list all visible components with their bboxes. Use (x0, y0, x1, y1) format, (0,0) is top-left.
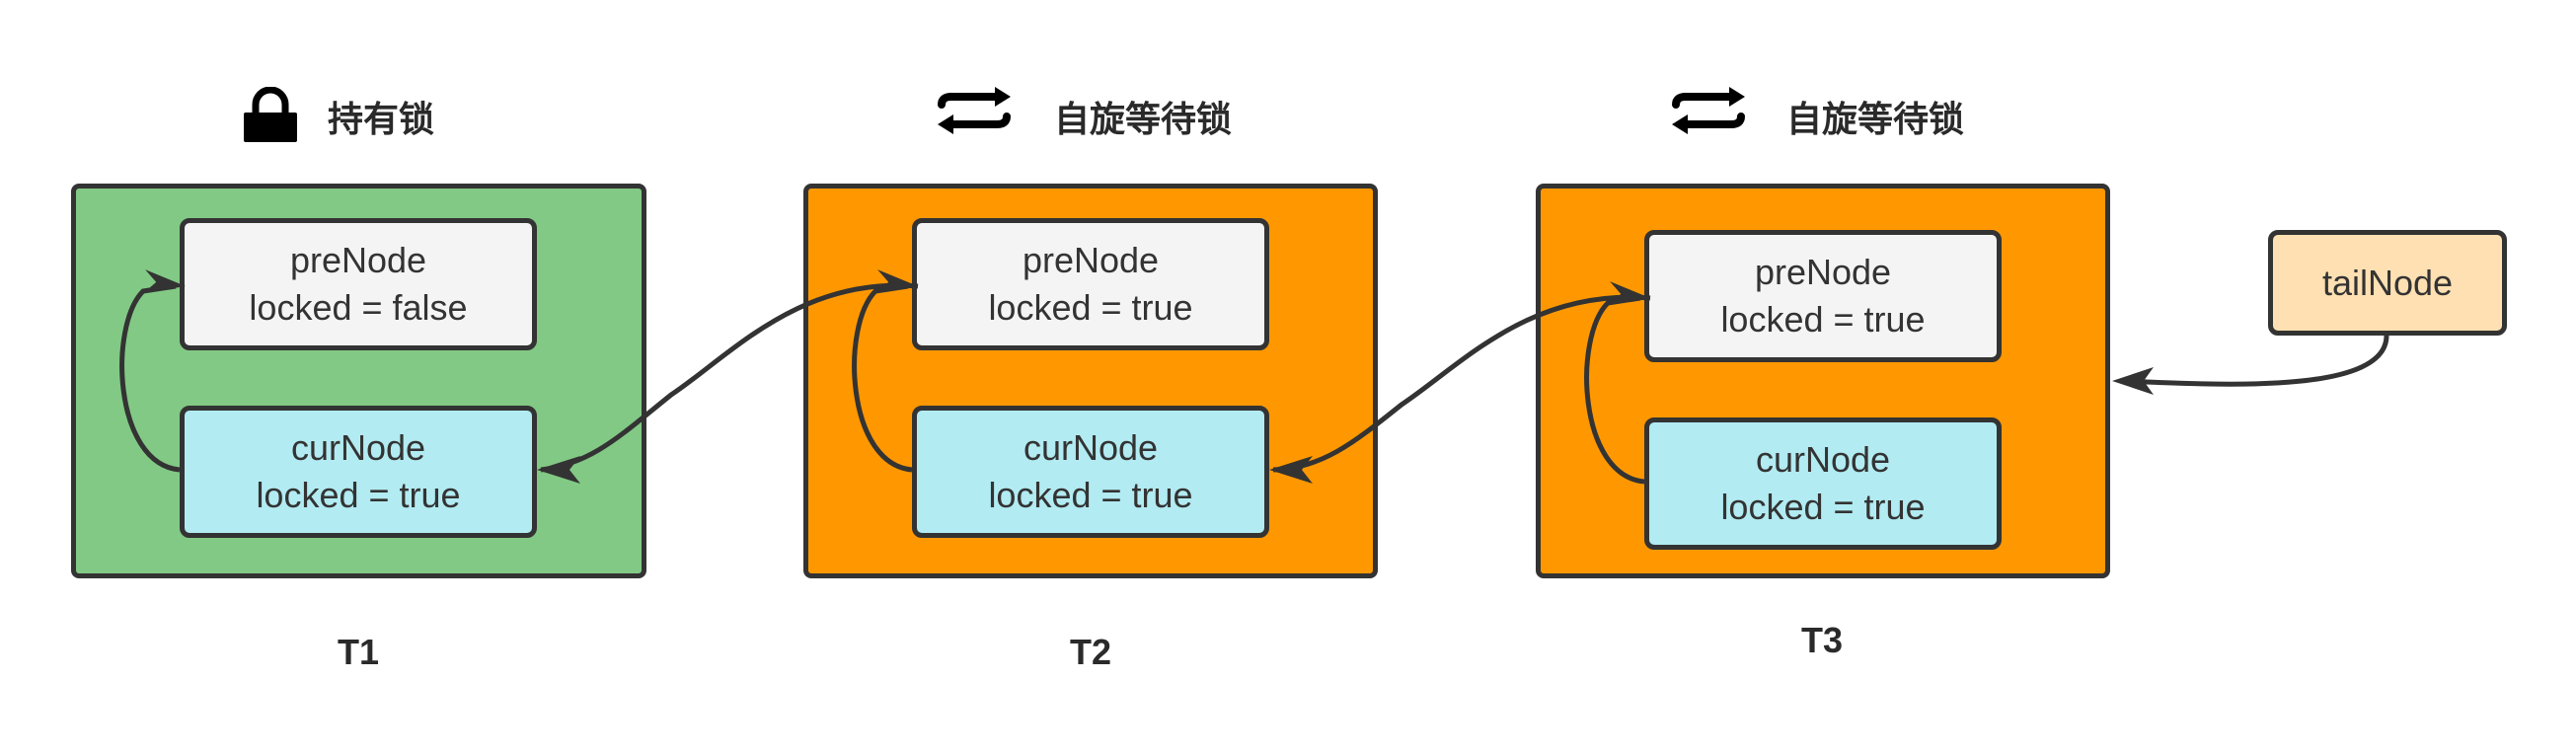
heading-t2: 自旋等待锁 (1054, 100, 1233, 140)
thread-label-t2: T2 (1069, 632, 1111, 672)
thread-label-t1: T1 (337, 632, 379, 672)
cur-node-t3: curNode locked = true (1644, 417, 2002, 550)
arrow-t3-pre-to-t2-cur (1272, 294, 1651, 473)
arrow-tail-to-t3 (2121, 335, 2389, 387)
thread-label-t3: T3 (1800, 620, 1843, 660)
arrowhead-t3-box (2112, 367, 2154, 395)
tail-node: tailNode (2268, 230, 2507, 336)
pre-node-name: preNode (1754, 252, 1892, 292)
pre-node-t1: preNode locked = false (180, 218, 537, 350)
arrow-cur-to-pre-t2 (852, 283, 913, 473)
cur-node-state: locked = true (1720, 487, 1926, 527)
cur-node-t1: curNode locked = true (180, 406, 537, 538)
arrow-cur-to-pre-t1 (119, 283, 181, 473)
heading-t3: 自旋等待锁 (1786, 100, 1965, 140)
heading-t1: 持有锁 (328, 100, 435, 140)
tail-node-name: tailNode (2321, 262, 2454, 303)
arrow-cur-to-pre-t3 (1584, 295, 1645, 485)
pre-node-state: locked = false (249, 287, 468, 328)
pre-node-state: locked = true (1720, 299, 1926, 340)
pre-node-t2: preNode locked = true (912, 218, 1269, 350)
cur-node-name: curNode (1755, 439, 1891, 480)
cur-node-state: locked = true (988, 475, 1193, 515)
arrowhead-t2-cur (1269, 456, 1313, 484)
spin-arrows-icon (938, 87, 1011, 134)
pre-node-state: locked = true (988, 287, 1193, 328)
cur-node-t2: curNode locked = true (912, 406, 1269, 538)
arrowhead-t3-pre (1608, 281, 1650, 306)
arrow-t2-pre-to-t1-cur (540, 282, 919, 473)
pre-node-name: preNode (1022, 240, 1160, 280)
arrowhead-t2-pre (875, 269, 918, 294)
arrowhead-t1-cur (537, 456, 580, 484)
pre-node-name: preNode (289, 240, 427, 280)
cur-node-name: curNode (290, 427, 426, 468)
cur-node-name: curNode (1023, 427, 1159, 468)
spin-arrows-icon (1672, 87, 1745, 134)
lock-icon (244, 87, 297, 142)
cur-node-state: locked = true (256, 475, 461, 515)
arrowhead-t1-pre (143, 269, 186, 294)
